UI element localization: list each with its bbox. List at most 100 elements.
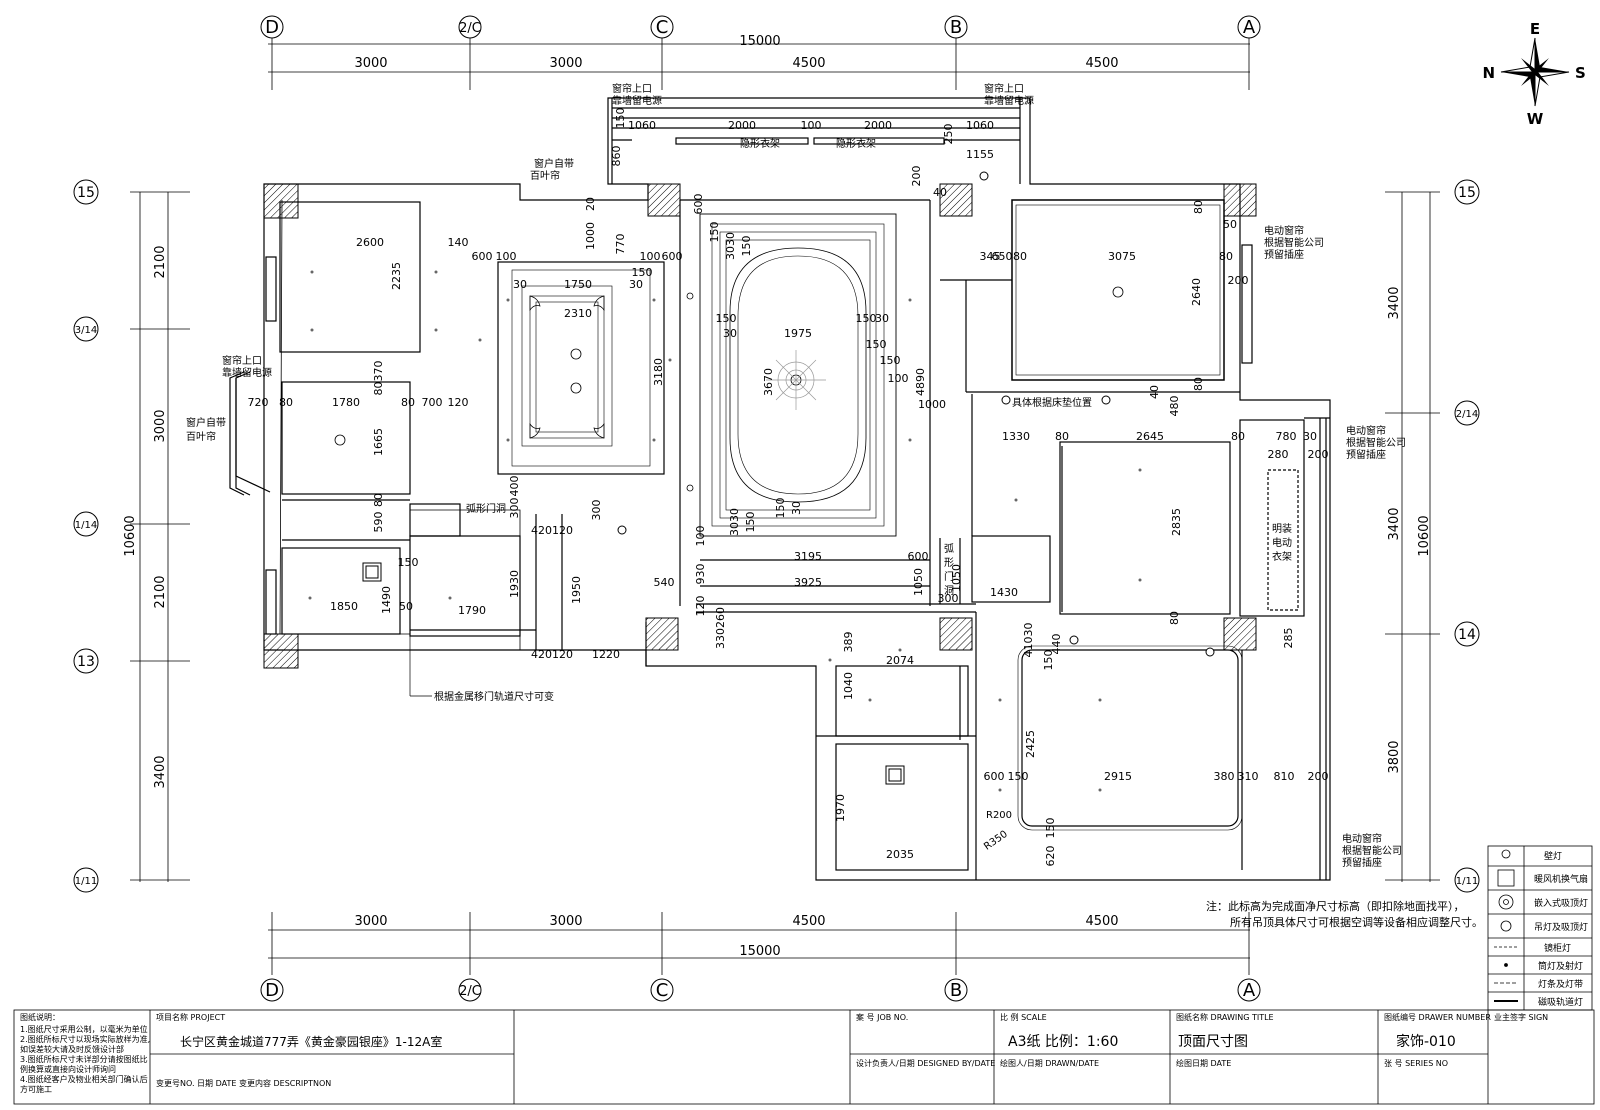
tb-note-1: 2.图纸所标尺寸以现场实际放样为准, — [20, 1034, 150, 1044]
col-label-c-bottom: C — [656, 980, 669, 1001]
chandelier-icon — [766, 350, 826, 410]
dim-n50a: 50 — [1223, 218, 1237, 231]
col-label-d: D — [265, 17, 279, 38]
row-label-1-11: 1/11 — [75, 876, 97, 887]
compass-e: E — [1530, 20, 1540, 38]
column-bubbles-top — [260, 15, 1261, 39]
dim-n80e: 80 — [279, 396, 293, 409]
label-curtain-left-1: 窗帘上口 — [222, 354, 262, 367]
row-label-r15: 15 — [1458, 185, 1476, 201]
row-label-r14: 14 — [1458, 627, 1476, 643]
dim-n3180: 3180 — [652, 358, 665, 386]
dim-n150c: 150 — [740, 236, 753, 257]
label-arch-door-2b: 形 — [944, 557, 954, 569]
compass-s: S — [1575, 64, 1586, 82]
label-curtain-top-r2: 靠墙留电源 — [984, 94, 1034, 107]
legend-label-3: 吊灯及吸顶灯 — [1534, 922, 1588, 933]
dim-top-seg-2: 4500 — [792, 56, 825, 71]
tb-series-label: 张 号 SERIES NO — [1384, 1059, 1448, 1068]
dim-n30e: 30 — [1303, 430, 1317, 443]
label-bed-position: 具体根据床垫位置 — [1012, 396, 1092, 409]
legend-icons — [1494, 849, 1518, 1002]
legend-label-1: 暖风机换气扇 — [1534, 873, 1588, 885]
dim-n2835: 2835 — [1170, 508, 1183, 536]
legend-label-4: 镜柜灯 — [1544, 942, 1571, 954]
dim-n150l: 150 — [1042, 650, 1055, 671]
tb-note-0: 1.图纸尺寸采用公制，以毫米为单位 — [20, 1024, 148, 1034]
dim-n1780: 1780 — [332, 396, 360, 409]
dim-n600b: 600 — [662, 250, 683, 263]
wall-lamp-icon — [1501, 849, 1511, 859]
col-label-b: B — [950, 17, 962, 38]
dim-n120a: 120 — [448, 396, 469, 409]
dim-n80a: 80 — [1013, 250, 1027, 263]
dim-n1155: 1155 — [966, 148, 994, 161]
dim-n200b: 200 — [1228, 274, 1249, 287]
dim-n41030: 41030 — [1022, 623, 1035, 658]
tb-note-6: 方可施工 — [20, 1084, 52, 1094]
dim-n650: 650 — [992, 250, 1013, 263]
legend-label-0: 壁灯 — [1544, 850, 1562, 862]
label-electric-curtain-2b: 根据智能公司 — [1346, 436, 1406, 449]
label-electric-curtain-3c: 预留插座 — [1342, 856, 1382, 869]
dim-n1430: 1430 — [990, 586, 1018, 599]
dim-n1060a: 1060 — [628, 119, 656, 132]
dim-n600c: 600 — [472, 250, 493, 263]
dim-n40b: 40 — [1148, 385, 1161, 399]
dim-n80j: 80 — [1168, 611, 1181, 625]
col-label-c: C — [656, 17, 669, 38]
dim-n280: 280 — [1268, 448, 1289, 461]
note-line-1: 注：此标高为完成面净尺寸标高（即扣除地面找平）， — [1206, 899, 1465, 913]
compass-w: W — [1527, 110, 1544, 128]
dim-n345: 345 — [980, 250, 1001, 263]
label-radius-2: R350 — [982, 829, 1010, 853]
dim-n20: 20 — [584, 197, 597, 211]
dim-n1000: 1000 — [584, 222, 597, 250]
dim-n310: 310 — [1238, 770, 1259, 783]
dim-n150n: 150 — [1044, 818, 1057, 839]
dim-n2600: 2600 — [356, 236, 384, 249]
dim-top-seg-0: 3000 — [354, 56, 387, 71]
dim-n200d: 200 — [1308, 770, 1329, 783]
col-label-b-bottom: B — [950, 980, 962, 1001]
tb-notes-title: 图纸说明： — [20, 1012, 60, 1022]
dim-n30b: 30 — [629, 278, 643, 291]
dim-n3670: 3670 — [762, 368, 775, 396]
dim-n150j: 150 — [774, 498, 787, 519]
row-label-3-14: 3/14 — [75, 325, 97, 336]
downlight-icon — [308, 270, 1142, 792]
dim-n930: 930 — [694, 564, 707, 585]
label-curtain-top-l2: 靠墙留电源 — [612, 94, 662, 107]
dim-n4890: 4890 — [914, 368, 927, 396]
dim-n400: 400 — [508, 476, 521, 497]
tb-scale-label: 比 例 SCALE — [1000, 1012, 1047, 1022]
label-electric-curtain-1a: 电动窗帘 — [1264, 224, 1304, 237]
dim-n80c: 80 — [1192, 200, 1205, 214]
dim-n330260: 330260 — [714, 607, 727, 649]
dim-n860: 860 — [610, 146, 623, 167]
downlight-icon — [1504, 963, 1508, 967]
dim-n380: 380 — [1214, 770, 1235, 783]
dim-n1970: 1970 — [834, 794, 847, 822]
dim-n2915: 2915 — [1104, 770, 1132, 783]
row-label-13: 13 — [77, 654, 95, 670]
dim-top-seg-3: 4500 — [1085, 56, 1118, 71]
dim-n80370: 80370 — [372, 361, 385, 396]
dim-left-seg-1: 3000 — [153, 409, 168, 442]
dim-n40a: 40 — [933, 186, 947, 199]
dim-n2000a: 2000 — [728, 119, 756, 132]
dim-right-seg-0: 3400 — [1387, 286, 1402, 319]
tb-job-label: 案 号 JOB NO. — [856, 1012, 908, 1022]
dim-n540: 540 — [654, 576, 675, 589]
dim-n389: 389 — [842, 632, 855, 653]
structural-columns — [263, 183, 1257, 669]
dim-left-seg-3: 3400 — [153, 755, 168, 788]
dim-n3925: 3925 — [794, 576, 822, 589]
dim-n1750: 1750 — [564, 278, 592, 291]
heater-fan-icon — [1497, 869, 1515, 887]
tb-project-value: 长宁区黄金城道777弄《黄金豪园银座》1-12A室 — [180, 1034, 442, 1049]
dim-n600d: 600 — [908, 550, 929, 563]
dim-n420120a: 420120 — [531, 524, 573, 537]
legend-label-6: 灯条及灯带 — [1538, 978, 1583, 990]
